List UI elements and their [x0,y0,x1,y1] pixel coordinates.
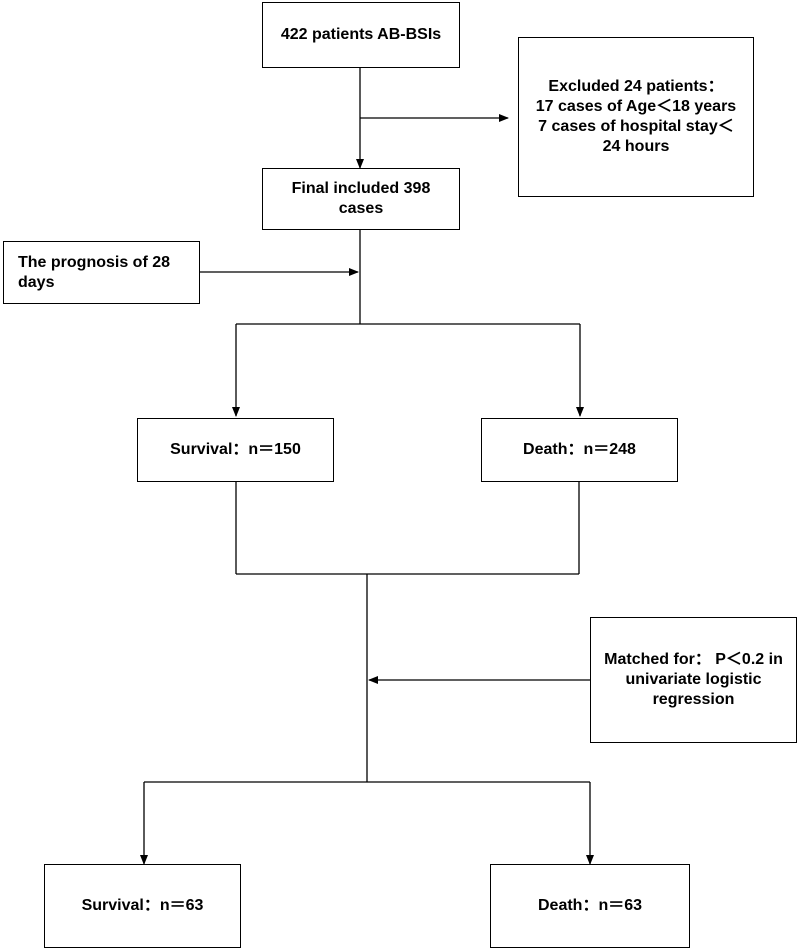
matched-label: Matched for： P＜0.2 in univariate logisti… [604,651,783,708]
survival-150-label: Survival：n＝150 [170,441,301,458]
excluded-label: Excluded 24 patients： 17 cases of Age＜18… [535,78,737,155]
survival-63-label: Survival：n＝63 [81,897,204,914]
prognosis-box: The prognosis of 28 days [3,241,200,304]
death-248-label: Death：n＝248 [523,441,636,458]
excluded-box: Excluded 24 patients： 17 cases of Age＜18… [518,37,754,197]
start-label: 422 patients AB-BSIs [280,26,442,43]
prognosis-label: The prognosis of 28 days [18,253,171,291]
included-box: Final included 398 cases [262,168,460,230]
death-63-label: Death：n＝63 [537,897,643,914]
matched-box: Matched for： P＜0.2 in univariate logisti… [590,617,797,743]
included-label: Final included 398 cases [291,180,431,217]
death-63-box: Death：n＝63 [490,864,690,948]
survival-63-box: Survival：n＝63 [44,864,241,948]
death-248-box: Death：n＝248 [481,418,678,482]
survival-150-box: Survival：n＝150 [137,418,334,482]
start-box: 422 patients AB-BSIs [262,2,460,68]
